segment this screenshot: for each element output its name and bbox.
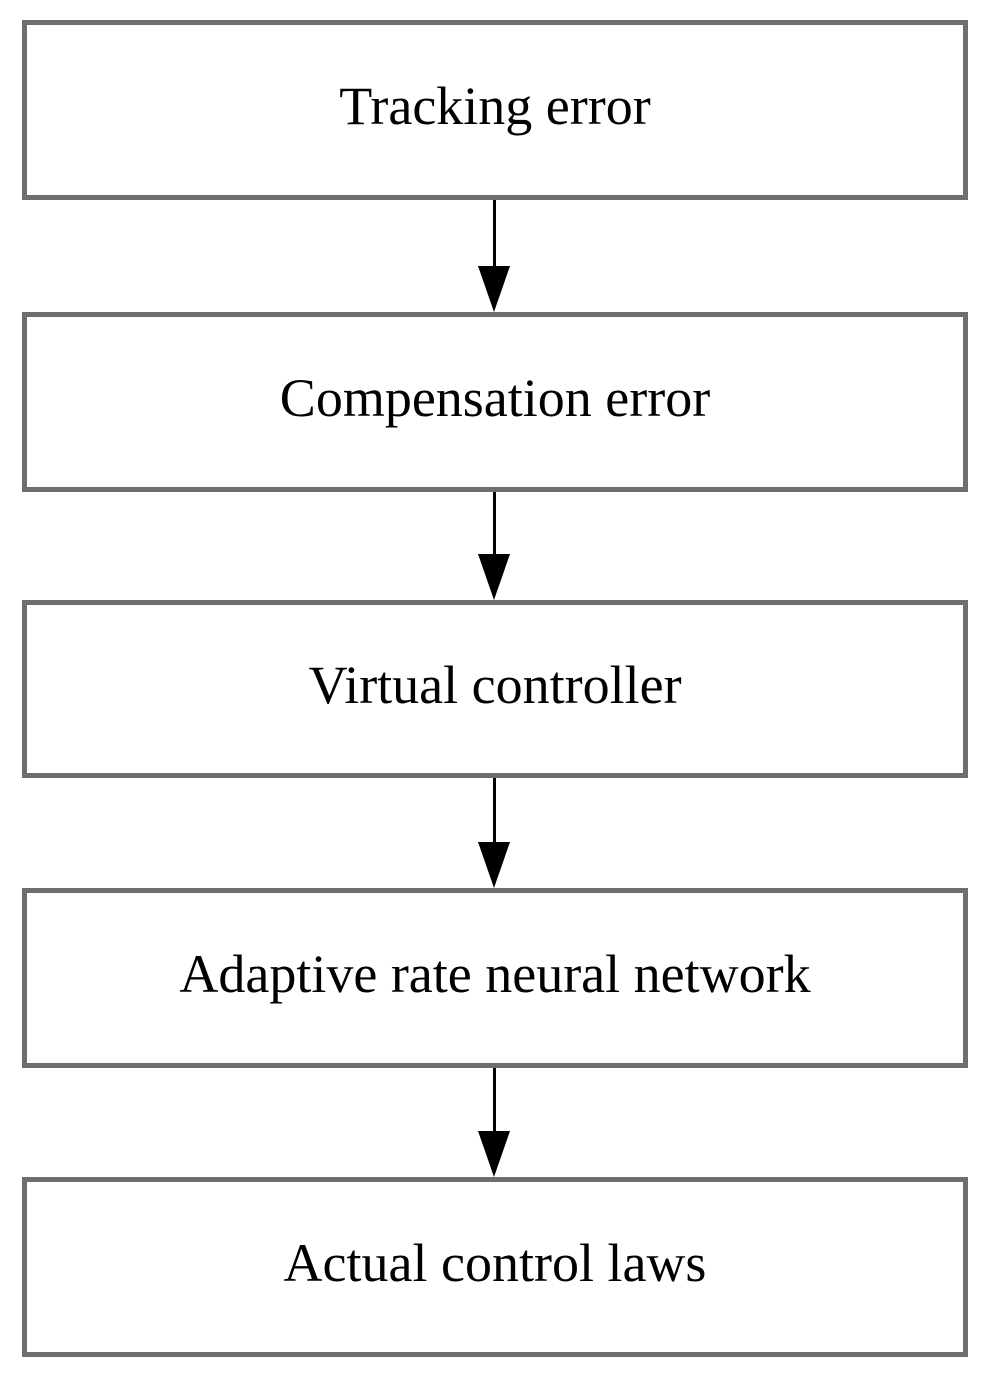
- flow-box-virtual-controller: Virtual controller: [22, 600, 968, 778]
- flow-box-label: Tracking error: [339, 76, 651, 136]
- down-arrow: [476, 200, 512, 312]
- flow-box-label: Actual control laws: [283, 1233, 707, 1293]
- down-arrow: [476, 492, 512, 600]
- arrow-stem: [492, 492, 496, 554]
- arrow-head-icon: [478, 554, 510, 600]
- arrow-stem: [492, 200, 496, 266]
- flow-box-label: Compensation error: [279, 368, 711, 428]
- arrow-stem: [492, 1068, 496, 1131]
- arrow-stem: [492, 778, 496, 842]
- flow-box-label: Adaptive rate neural network: [179, 944, 811, 1004]
- flow-box-tracking-error: Tracking error: [22, 20, 968, 200]
- arrow-head-icon: [478, 842, 510, 888]
- flow-box-adaptive-rate-neural-network: Adaptive rate neural network: [22, 888, 968, 1068]
- down-arrow: [476, 778, 512, 888]
- flow-box-compensation-error: Compensation error: [22, 312, 968, 492]
- flow-box-actual-control-laws: Actual control laws: [22, 1177, 968, 1357]
- down-arrow: [476, 1068, 512, 1177]
- arrow-head-icon: [478, 1131, 510, 1177]
- arrow-head-icon: [478, 266, 510, 312]
- flow-box-label: Virtual controller: [308, 655, 682, 715]
